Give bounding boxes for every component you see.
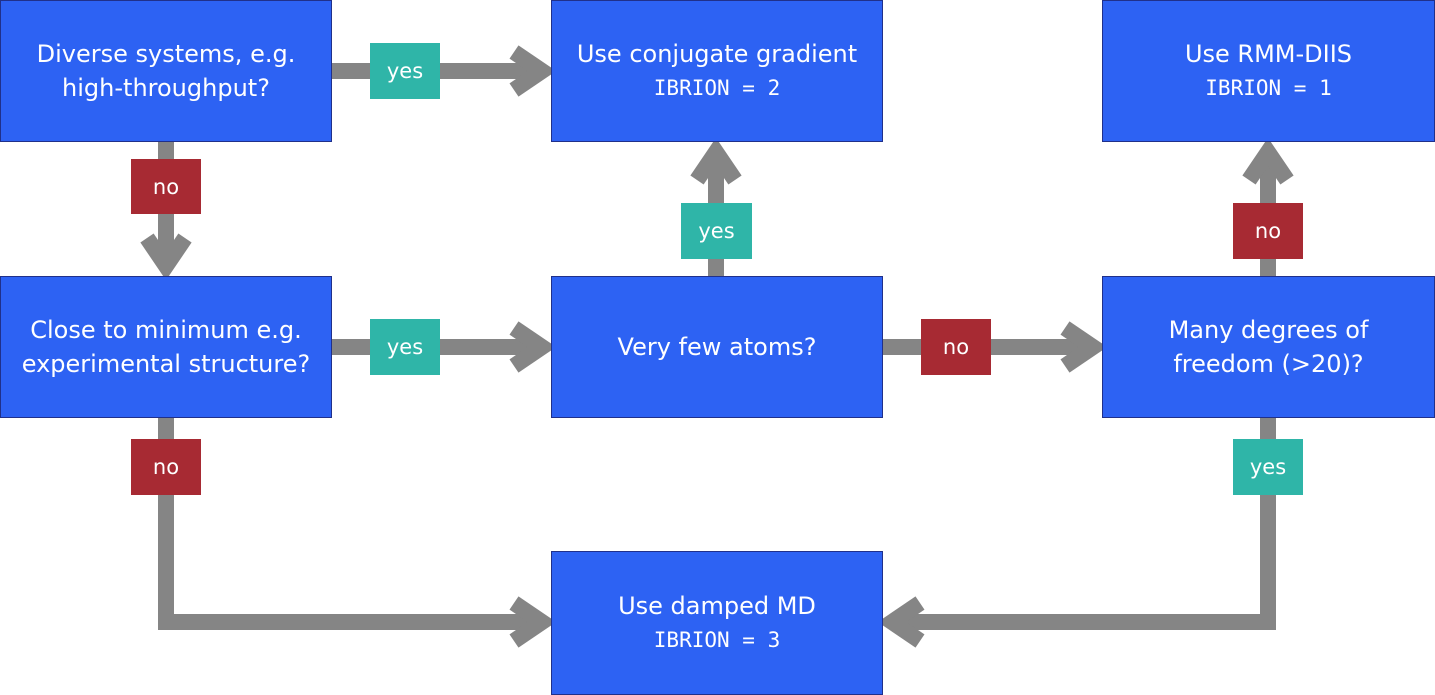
arrowhead-few-to-many: [1060, 321, 1108, 373]
node-rmm-diis: Use RMM-DIIS IBRION = 1: [1102, 0, 1435, 142]
node-damped-md-ibrion: IBRION = 3: [653, 628, 781, 652]
node-conjugate-gradient: Use conjugate gradient IBRION = 2: [551, 0, 883, 142]
node-close-to-minimum: Close to minimum e.g. experimental struc…: [0, 276, 332, 418]
arrowhead-diverse-to-close: [140, 233, 192, 281]
node-many-degrees-of-freedom: Many degrees of freedom (>20)?: [1102, 276, 1435, 418]
arrow-many-to-md: [892, 418, 1276, 630]
arrowhead-few-to-cg: [690, 137, 742, 185]
node-diverse-systems: Diverse systems, e.g. high-throughput?: [0, 0, 332, 142]
arrowhead-close-to-few: [509, 321, 557, 373]
node-damped-md: Use damped MD IBRION = 3: [551, 551, 883, 695]
arrowhead-many-to-md: [877, 596, 925, 648]
edge-label-many-yes: yes: [1233, 439, 1303, 495]
node-rmm-diis-ibrion: IBRION = 1: [1205, 76, 1332, 100]
node-diverse-systems-line-2: high-throughput?: [62, 74, 270, 102]
node-conjugate-gradient-ibrion: IBRION = 2: [653, 76, 781, 100]
edge-label-close-no: no: [131, 439, 201, 495]
node-very-few-atoms-label: Very few atoms?: [617, 333, 817, 361]
edge-label-diverse-yes: yes: [370, 43, 440, 99]
arrowhead-many-to-rmm: [1242, 137, 1294, 185]
node-conjugate-gradient-label: Use conjugate gradient: [576, 40, 858, 68]
arrow-close-to-md: [158, 418, 542, 630]
node-rmm-diis-label: Use RMM-DIIS: [1184, 40, 1353, 68]
node-very-few-atoms: Very few atoms?: [551, 276, 883, 418]
node-close-to-minimum-line-1: Close to minimum e.g.: [30, 316, 302, 344]
edge-label-few-yes: yes: [681, 203, 752, 259]
edge-label-close-yes: yes: [370, 319, 440, 375]
edge-label-many-no: no: [1233, 203, 1303, 259]
edge-label-diverse-no: no: [131, 159, 201, 214]
edge-label-few-no: no: [921, 319, 991, 375]
arrowhead-close-to-md: [509, 596, 557, 648]
node-many-dof-line-2: freedom (>20)?: [1173, 350, 1364, 378]
node-close-to-minimum-line-2: experimental structure?: [21, 350, 311, 378]
node-many-dof-line-1: Many degrees of: [1168, 316, 1369, 344]
node-damped-md-label: Use damped MD: [618, 592, 816, 620]
node-diverse-systems-line-1: Diverse systems, e.g.: [36, 40, 296, 68]
arrowhead-diverse-to-cg: [509, 45, 557, 97]
